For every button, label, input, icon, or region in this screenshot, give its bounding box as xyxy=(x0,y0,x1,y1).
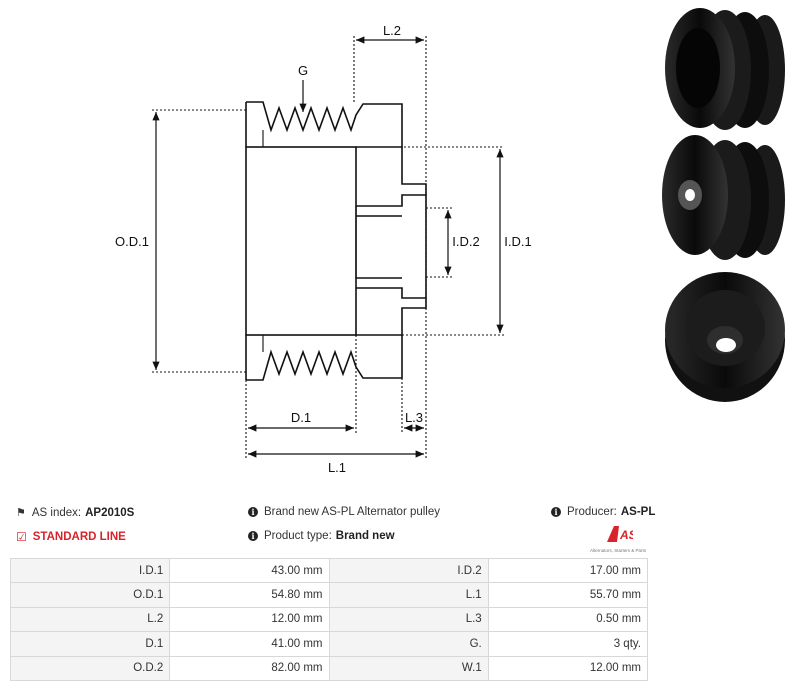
spec-value: 12.00 mm xyxy=(487,655,649,681)
spec-label: O.D.1 xyxy=(9,582,171,608)
spec-value: 0.50 mm xyxy=(487,606,649,633)
spec-value: 41.00 mm xyxy=(169,631,330,657)
spec-label: G. xyxy=(328,631,489,657)
spec-value: 43.00 mm xyxy=(169,557,330,584)
pulley-photo-angle xyxy=(662,135,785,260)
as-index-row: ⚑ AS index: AP2010S xyxy=(16,506,135,520)
label-l1: L.1 xyxy=(328,460,346,475)
logo-subtitle: Alternators, Starters & Parts xyxy=(589,548,647,553)
spec-label: W.1 xyxy=(328,655,489,681)
info-icon: i xyxy=(248,531,258,541)
lower-groove-profile xyxy=(246,335,403,381)
pulley-photo-side xyxy=(665,8,785,130)
product-type-label: Product type: xyxy=(264,530,332,542)
pulley-hub-outline xyxy=(356,194,427,299)
pulley-photos xyxy=(662,8,785,402)
spec-label: L.3 xyxy=(328,606,489,633)
spec-label: D.1 xyxy=(9,631,171,657)
tag-icon: ⚑ xyxy=(16,507,26,519)
pulley-body-outline xyxy=(245,146,357,336)
spec-label: I.D.1 xyxy=(9,557,171,584)
label-id1: I.D.1 xyxy=(504,234,531,249)
label-od1: O.D.1 xyxy=(115,234,149,249)
spec-value: 12.00 mm xyxy=(169,606,330,633)
spec-label: I.D.2 xyxy=(328,557,489,584)
standard-line-label: STANDARD LINE xyxy=(32,531,126,543)
product-type-row: i Product type: Brand new xyxy=(248,530,395,542)
standard-line-row: ☑ STANDARD LINE xyxy=(16,530,126,544)
label-d1: D.1 xyxy=(291,410,311,425)
as-logo-mark: AS xyxy=(607,526,637,542)
spec-label: O.D.2 xyxy=(9,655,171,681)
as-index-value: AP2010S xyxy=(85,506,135,519)
label-l2: L.2 xyxy=(383,23,401,38)
info-icon: i xyxy=(248,507,258,517)
as-pl-logo: AS Alternators, Starters & Parts xyxy=(586,525,650,553)
svg-text:AS: AS xyxy=(619,528,633,542)
label-g: G xyxy=(298,63,308,78)
description-row: i Brand new AS-PL Alternator pulley xyxy=(248,506,440,518)
producer-row: i Producer: AS-PL xyxy=(551,506,655,518)
pulley-technical-drawing: L.2 G O.D.1 I.D.2 I.D.1 D.1 L.3 L.1 xyxy=(115,23,532,475)
spec-value: 55.70 mm xyxy=(487,582,649,608)
label-id2: I.D.2 xyxy=(452,234,479,249)
checkbox-icon: ☑ xyxy=(16,530,27,544)
spec-label: L.1 xyxy=(328,582,489,608)
producer-label: Producer: xyxy=(567,506,617,518)
spec-value: 54.80 mm xyxy=(169,582,330,608)
pulley-photo-front xyxy=(665,272,785,402)
upper-groove-profile xyxy=(246,101,403,147)
label-l3: L.3 xyxy=(405,410,423,425)
producer-value: AS-PL xyxy=(620,506,656,518)
spec-value: 17.00 mm xyxy=(487,557,649,584)
description-text: Brand new AS-PL Alternator pulley xyxy=(264,506,441,518)
info-icon: i xyxy=(551,507,561,517)
product-type-value: Brand new xyxy=(335,530,395,542)
spec-value: 82.00 mm xyxy=(169,655,330,681)
spec-label: L.2 xyxy=(9,606,171,633)
spec-value: 3 qty. xyxy=(487,631,649,657)
as-index-label: AS index: xyxy=(31,506,82,519)
